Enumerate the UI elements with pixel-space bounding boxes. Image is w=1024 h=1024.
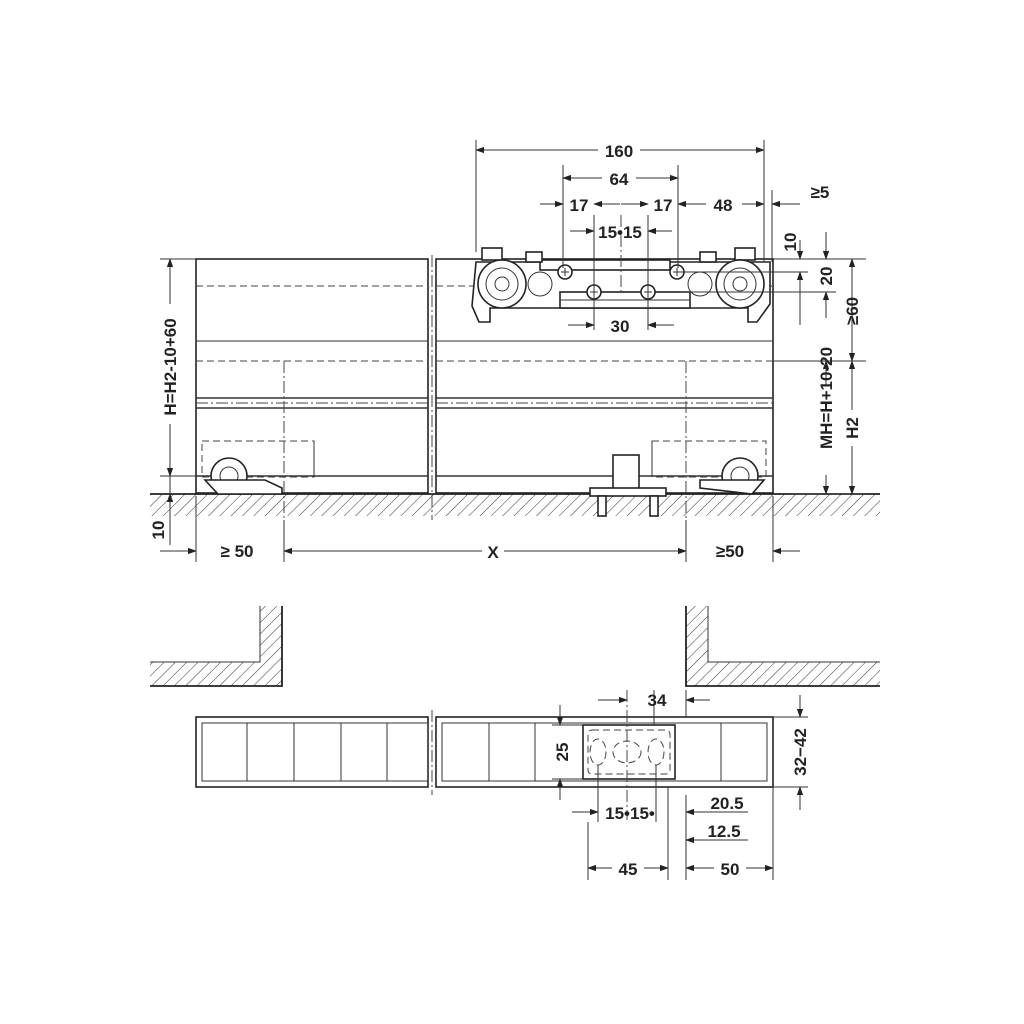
- dim-12-5: 12.5: [707, 822, 740, 841]
- dim-min-5: ≥5: [811, 183, 830, 202]
- dim-10-left: 10: [149, 521, 168, 540]
- dim-h: H=H2-10+60: [161, 318, 180, 415]
- dim-30: 30: [611, 317, 630, 336]
- floor: [150, 493, 880, 516]
- dim-32-42: 32−42: [791, 728, 810, 776]
- bottom-roller-left: [203, 457, 283, 495]
- wall-right: [685, 606, 880, 687]
- top-wheel-right: [715, 259, 765, 309]
- dim-34: 34: [648, 691, 667, 710]
- door-plan: [195, 690, 774, 820]
- dim-17-left: 17: [570, 196, 589, 215]
- dim-min-50-left: ≥ 50: [221, 542, 254, 561]
- dim-min-60: ≥60: [843, 297, 862, 325]
- dim-64: 64: [610, 170, 629, 189]
- dim-160: 160: [605, 142, 633, 161]
- dim-15-15-bottom: 15•15•: [605, 804, 655, 823]
- plan-view: [150, 606, 880, 880]
- dim-20: 20: [817, 267, 836, 286]
- dim-10-right: 10: [781, 233, 800, 252]
- dim-mh: MH=H+10-20: [817, 347, 836, 449]
- dim-17-right: 17: [654, 196, 673, 215]
- dim-min-50-right: ≥50: [716, 542, 744, 561]
- elevation-view: [150, 140, 880, 562]
- top-wheel-left: [477, 259, 527, 309]
- dim-15-15-top: 15•15: [598, 223, 642, 242]
- dim-x: X: [487, 543, 499, 562]
- wall-left: [150, 606, 283, 687]
- floor-guide: [589, 454, 667, 517]
- dim-45: 45: [619, 860, 638, 879]
- dim-h2: H2: [843, 417, 862, 439]
- elevation-dimensions: [160, 140, 866, 562]
- dimension-labels: 160 64 17 17 48 ≥5 15•15 30 10 20 ≥60 MH…: [149, 140, 862, 879]
- dim-20-5: 20.5: [710, 794, 743, 813]
- dim-48: 48: [714, 196, 733, 215]
- dim-25: 25: [553, 743, 572, 762]
- plan-dimensions: [552, 690, 808, 880]
- dim-50-bottom: 50: [721, 860, 740, 879]
- bottom-roller-right: [699, 457, 766, 495]
